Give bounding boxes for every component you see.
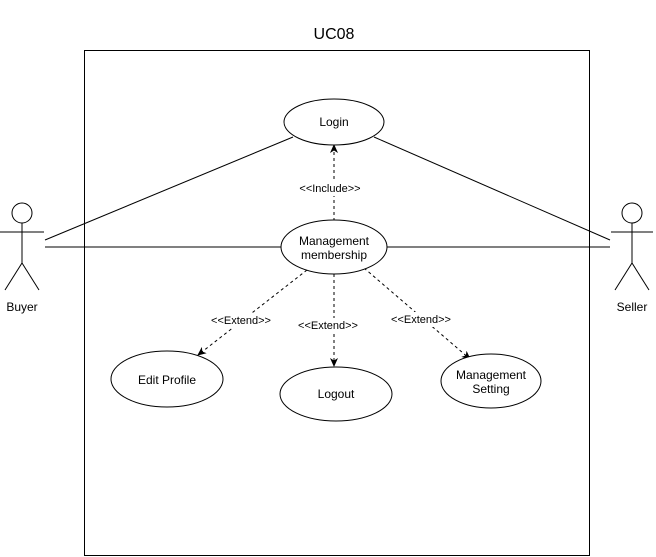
use-case-management-setting[interactable]: Management Setting [440, 353, 542, 409]
use-case-edit-profile-ellipse [110, 350, 224, 408]
use-case-management-setting-ellipse [440, 353, 542, 409]
extend-label-edit-profile: <<Extend>> [211, 315, 271, 327]
use-case-edit-profile[interactable]: Edit Profile [110, 350, 224, 408]
extend-arrow-management-setting [363, 267, 471, 360]
use-case-management-setting-label-line2: Setting [472, 382, 509, 396]
use-case-logout-label: Logout [318, 387, 355, 401]
actor-seller-label: Seller [617, 300, 648, 314]
use-case-logout[interactable]: Logout [279, 366, 393, 422]
use-case-management-membership[interactable]: Management membership [280, 219, 388, 275]
association-buyer-login [44, 136, 294, 241]
extend-label-logout: <<Extend>> [298, 320, 358, 332]
use-case-edit-profile-label: Edit Profile [138, 373, 196, 387]
use-case-management-membership-label-line1: Management [299, 234, 370, 248]
use-case-management-membership-label-line2: membership [301, 248, 367, 262]
extend-label-management-setting: <<Extend>> [391, 314, 451, 326]
use-case-management-membership-ellipse [280, 219, 388, 275]
use-case-login-label: Login [319, 115, 348, 129]
include-label: <<Include>> [299, 183, 360, 195]
use-case-logout-ellipse [279, 366, 393, 422]
use-case-login-ellipse [283, 98, 385, 146]
actor-buyer[interactable]: Buyer [0, 202, 44, 314]
actor-seller-stick-figure [611, 202, 653, 291]
extend-arrow-edit-profile [197, 269, 308, 356]
use-case-management-setting-label-line1: Management [456, 368, 527, 382]
actor-buyer-stick-figure [0, 202, 44, 291]
system-title: UC08 [314, 26, 355, 43]
use-case-login[interactable]: Login [283, 98, 385, 146]
association-seller-login [373, 136, 611, 241]
actor-seller[interactable]: Seller [611, 202, 653, 314]
actor-buyer-label: Buyer [6, 300, 37, 314]
